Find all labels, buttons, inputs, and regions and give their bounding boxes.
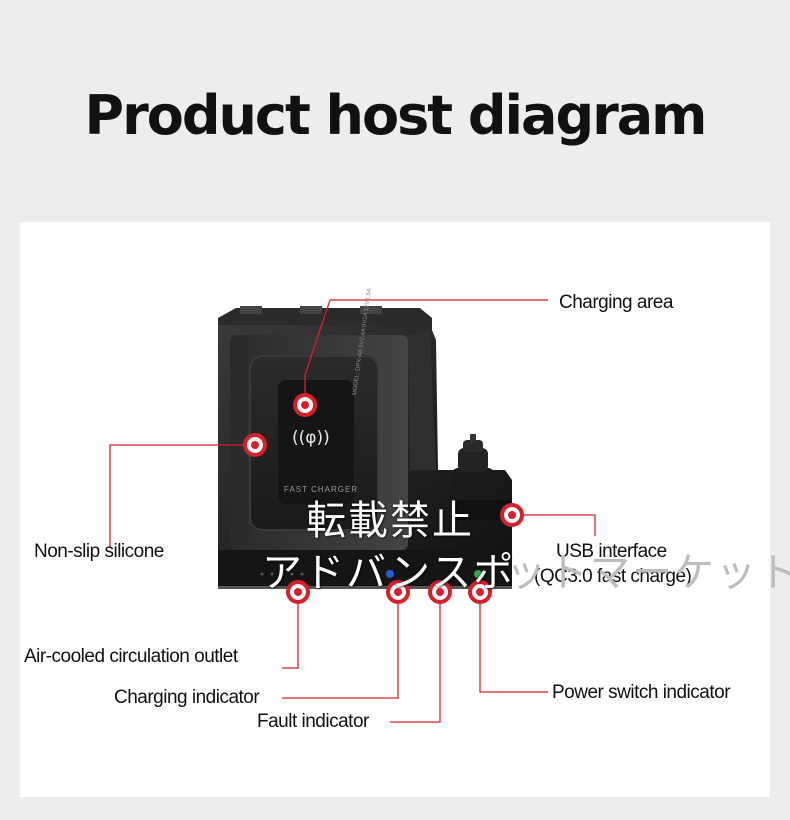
marker-fault-indicator (428, 580, 452, 604)
label-power-switch-indicator: Power switch indicator (552, 682, 731, 703)
marker-charging-indicator (386, 580, 410, 604)
label-fault-indicator: Fault indicator (257, 711, 369, 732)
page-title: Product host diagram (84, 84, 708, 147)
green-led-icon (474, 570, 482, 578)
watermark-line2-right: ットマーケット (506, 550, 790, 596)
blue-led-icon (386, 570, 394, 578)
marker-power-switch (468, 580, 492, 604)
charger-device (218, 306, 512, 589)
marker-dots (243, 393, 524, 604)
watermark-line2: アドバンスポ (262, 550, 516, 596)
usb-car-plug (452, 434, 512, 520)
label-usb-qc: (QC3.0 fast charge) (534, 566, 692, 587)
wireless-charge-icon: ((φ)) (292, 428, 330, 448)
label-charging-area: Charging area (559, 292, 673, 313)
marker-charging-area (293, 393, 317, 417)
marker-non-slip (243, 433, 267, 457)
marker-air-outlet (286, 580, 310, 604)
marker-usb (500, 503, 524, 527)
leader-lines (109, 299, 596, 723)
label-air-cooled-outlet: Air-cooled circulation outlet (24, 646, 238, 667)
label-usb-interface: USB interface (556, 541, 667, 562)
label-charging-indicator: Charging indicator (114, 687, 260, 708)
pad-label: FAST CHARGER (284, 485, 359, 494)
label-non-slip-silicone: Non-slip silicone (34, 541, 164, 562)
watermark-line1: 転載禁止 (306, 498, 474, 544)
